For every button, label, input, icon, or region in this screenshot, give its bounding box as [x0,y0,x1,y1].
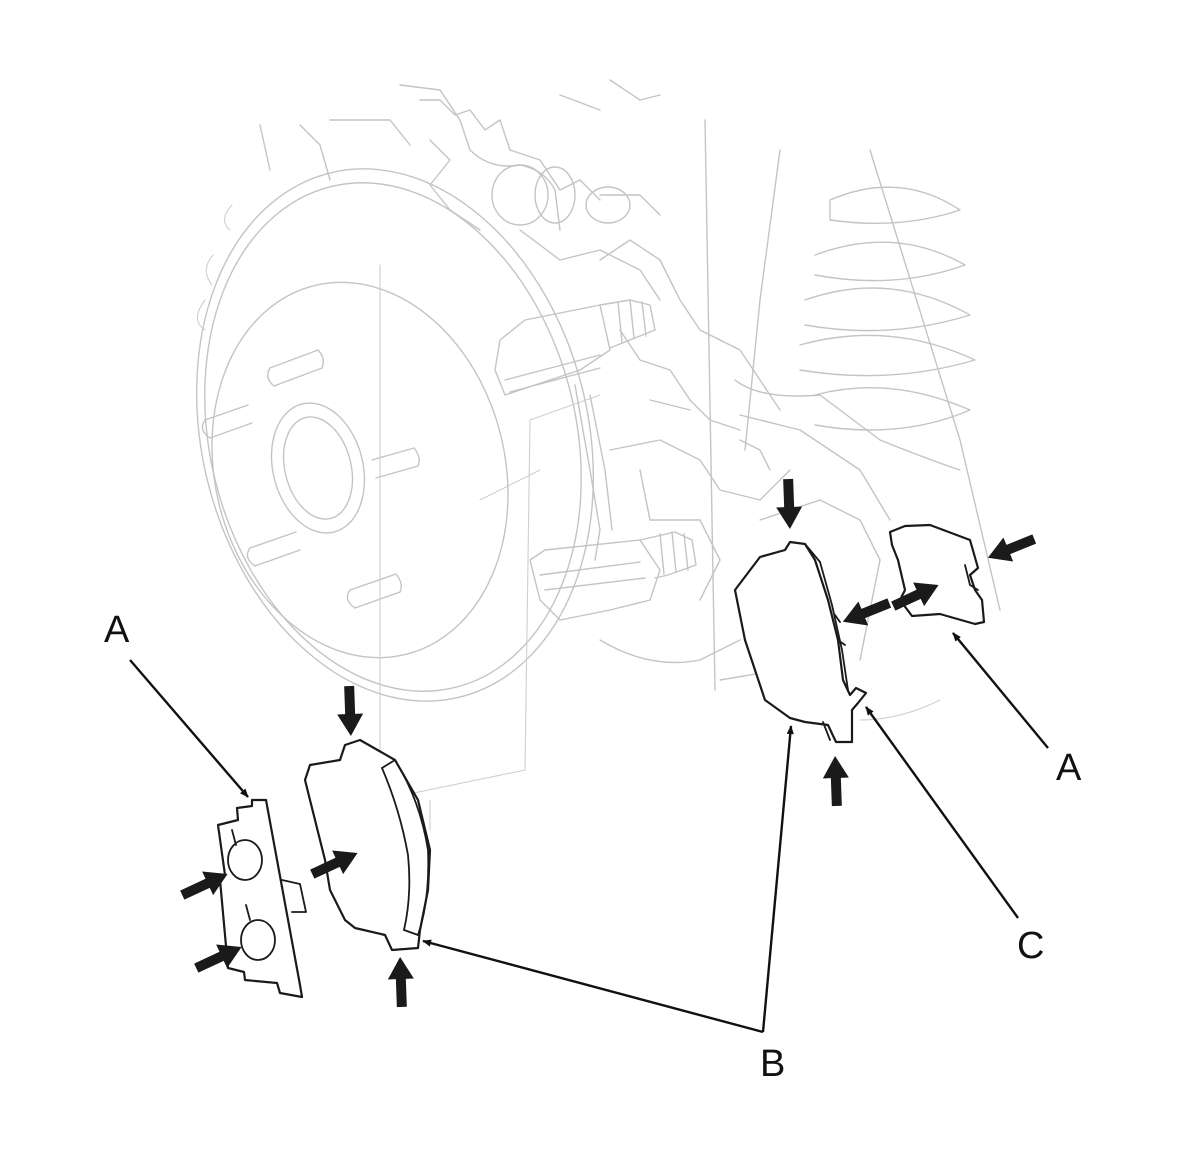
strut-coil-spring [704,119,1001,691]
leader-arrow-icon [865,706,1019,919]
brake-disc-rotor [195,168,595,702]
background-assembly [195,79,1001,831]
callout-label-a-right: A [1056,747,1082,789]
caliper-bracket [494,299,697,621]
leader-arrow-icon [761,725,794,1033]
solid-arrow-icon [387,956,415,1008]
callout-label-a-left: A [104,609,130,651]
right-brake-pad [733,540,868,744]
left-brake-pad [303,738,432,952]
solid-arrow-icon [983,526,1040,570]
leader-arrow-icon [952,632,1049,749]
solid-arrow-icon [336,685,364,737]
right-pad-shim [888,523,986,626]
leader-arrow-icon [129,659,249,798]
leader-lines [129,632,1049,1034]
solid-arrow-icon [822,755,850,807]
knuckle-upper [259,79,661,301]
leader-arrow-icon [422,939,764,1034]
solid-arrow-icon [775,478,803,530]
wheel-studs [201,349,421,609]
left-pad-shim [216,798,307,999]
callouts: A A B C [104,609,1082,1085]
callout-label-b: B [760,1043,785,1085]
knuckle-lower [599,239,941,721]
callout-label-c: C [1017,925,1044,967]
